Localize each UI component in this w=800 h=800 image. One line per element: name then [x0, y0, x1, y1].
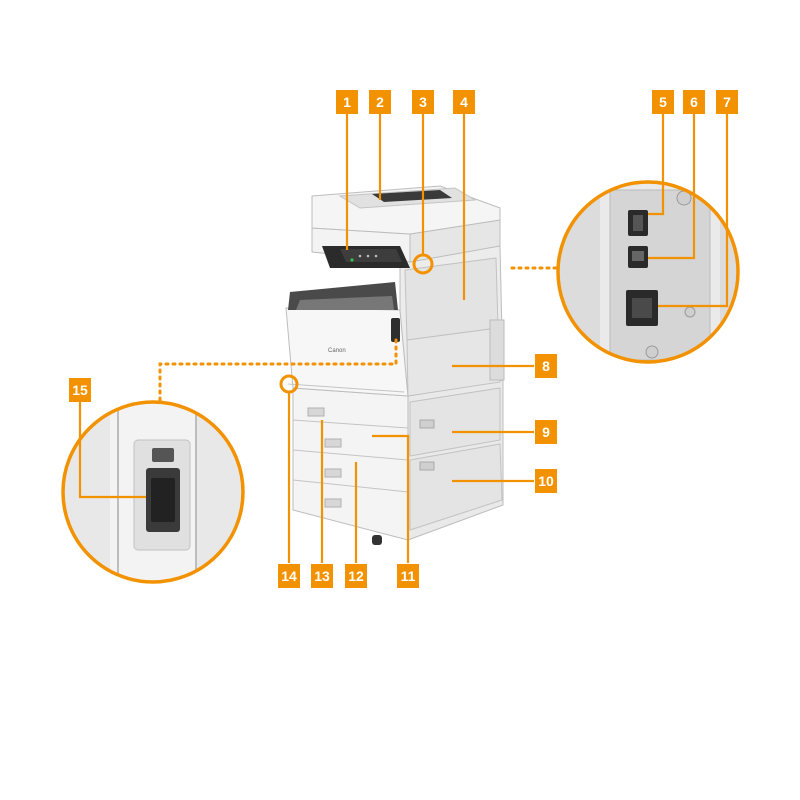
callout-badge-box	[652, 90, 674, 114]
callout-number: 5	[659, 94, 667, 110]
callout-badge-box	[535, 354, 557, 378]
callout-badge-box	[336, 90, 358, 114]
callout-badge-box	[369, 90, 391, 114]
callout-number: 10	[538, 473, 554, 489]
callout-badge-lan-port: 7	[716, 90, 738, 114]
callout-badge-operation-panel: 1	[336, 90, 358, 114]
drawer-handle	[307, 407, 325, 417]
main-body-front	[285, 307, 409, 397]
callout-badge-lower-right-cover: 9	[535, 420, 557, 444]
feeder-tray-dark	[372, 190, 452, 202]
drawer-handle	[324, 468, 342, 478]
callout-badge-paper-drawer-4: 12	[345, 564, 367, 588]
callout-badge-main-power-switch: 15	[69, 378, 91, 402]
callout-badge-box	[412, 90, 434, 114]
screw	[684, 306, 696, 318]
callout-number: 15	[72, 382, 88, 398]
callout-badge-box	[397, 564, 419, 588]
ports-detail-view	[556, 180, 740, 364]
detail-connectors	[158, 266, 558, 402]
multi-purpose-tray-panel	[406, 327, 501, 397]
callout-badge-box	[535, 420, 557, 444]
callout-badge-box	[683, 90, 705, 114]
callout-number: 9	[542, 424, 550, 440]
callout-badge-box	[345, 564, 367, 588]
callout-badge-right-cover: 4	[453, 90, 475, 114]
callout-badge-box	[453, 90, 475, 114]
callout-number: 2	[376, 94, 384, 110]
callout-number: 14	[281, 568, 297, 584]
drawer-handle	[324, 498, 342, 508]
panel-button	[374, 254, 378, 258]
callout-badge-box	[535, 469, 557, 493]
callout-badge-main-power-indicator: 3	[412, 90, 434, 114]
callout-number: 1	[343, 94, 351, 110]
callout-badge-front-cover: 14	[278, 564, 300, 588]
callout-badge-usb-device-port: 6	[683, 90, 705, 114]
panel-button	[358, 254, 362, 258]
caster	[372, 535, 382, 545]
panel-led	[350, 258, 354, 262]
operation-panel-screen	[340, 249, 402, 262]
callout-badge-paper-drawer-1: 13	[311, 564, 333, 588]
callout-badge-box	[278, 564, 300, 588]
callout-badge-cassette-feeding-unit-cover: 10	[535, 469, 557, 493]
right-cover-panel	[404, 257, 499, 341]
callout-badge-box	[311, 564, 333, 588]
callout-number: 8	[542, 358, 550, 374]
leader-lines	[78, 110, 729, 563]
callout-badge-box	[716, 90, 738, 114]
brand-label: Canon	[328, 348, 346, 354]
callout-number: 13	[314, 568, 330, 584]
callout-number: 6	[690, 94, 698, 110]
output-tray	[296, 296, 394, 310]
panel-button	[366, 254, 370, 258]
power-switch-detail-view	[61, 400, 245, 584]
callout-number: 4	[460, 94, 468, 110]
callout-number: 11	[401, 568, 416, 584]
screw	[645, 345, 659, 359]
drawer-handle	[324, 438, 342, 448]
side-latch	[419, 461, 435, 471]
side-latch	[419, 419, 435, 429]
callout-number: 12	[348, 568, 364, 584]
callout-badge-usb-port: 5	[652, 90, 674, 114]
tray-slot	[489, 319, 505, 381]
callout-number: 3	[419, 94, 427, 110]
callout-badge-document-feeder: 2	[369, 90, 391, 114]
callout-badge-multi-purpose-tray: 8	[535, 354, 557, 378]
lower-right-cover-panel	[409, 387, 501, 457]
callout-badge-paper-drawer-3: 11	[397, 564, 419, 588]
callout-badge-box	[69, 378, 91, 402]
callout-number: 7	[723, 94, 731, 110]
power-switch-housing	[391, 318, 400, 342]
